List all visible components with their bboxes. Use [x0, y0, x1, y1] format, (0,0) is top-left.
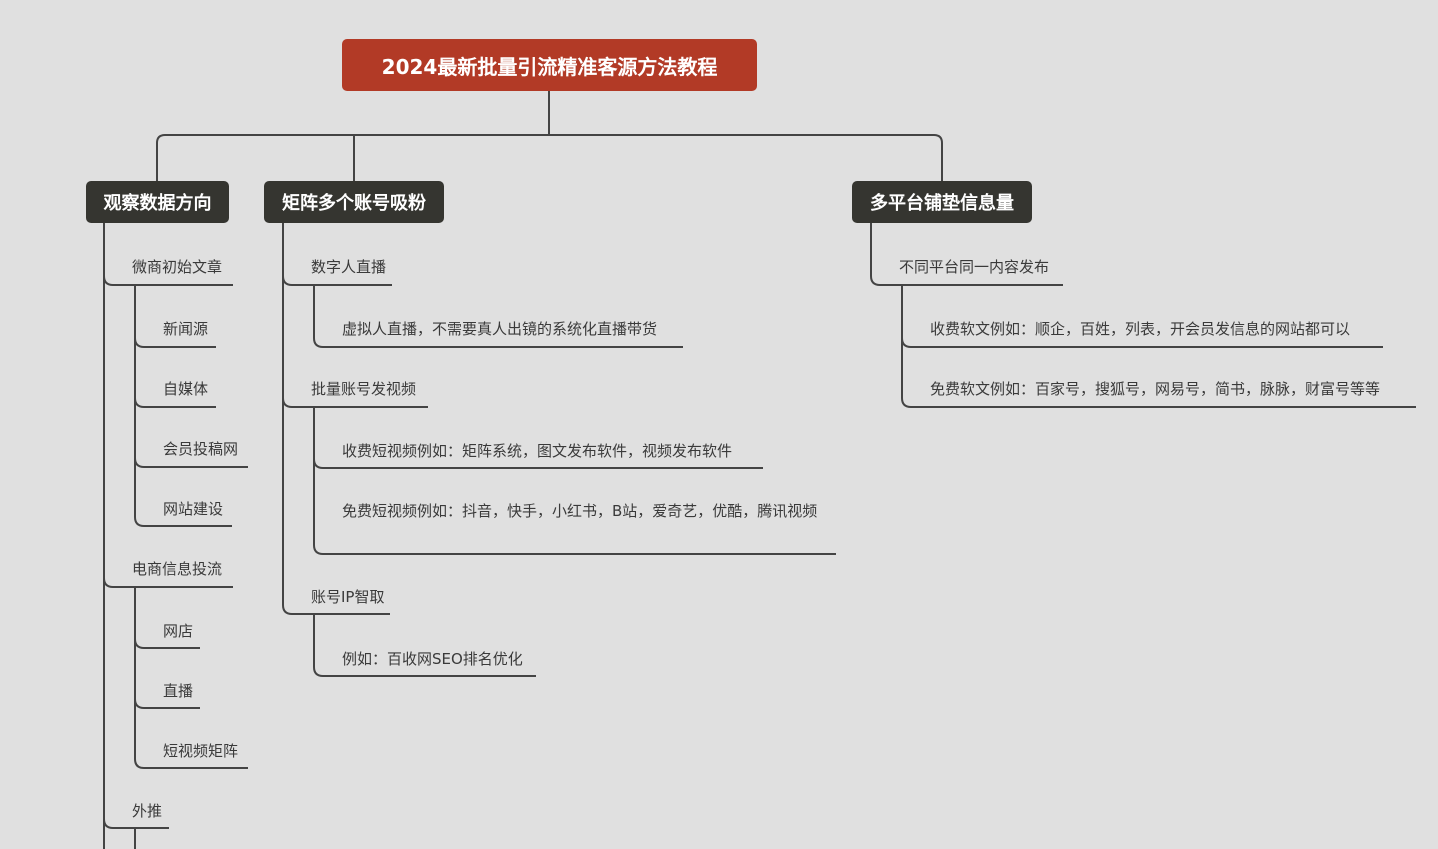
branch-node-multi-platform[interactable]: 多平台铺垫信息量 [852, 181, 1032, 223]
topic-free-short-video[interactable]: 免费短视频例如：抖音，快手，小红书，B站，爱奇艺，优酷，腾讯视频 [342, 502, 818, 520]
root-node[interactable]: 2024最新批量引流精准客源方法教程 [342, 39, 757, 91]
topic-news-source[interactable]: 新闻源 [163, 320, 209, 338]
underline-b1-t2 [103, 577, 233, 588]
underline-b1-t2-c3 [134, 758, 248, 769]
topic-batch-video-posting[interactable]: 批量账号发视频 [311, 380, 417, 398]
underline-b3-t1 [870, 223, 1063, 286]
topic-seo-example[interactable]: 例如：百收网SEO排名优化 [342, 650, 523, 668]
topic-paid-short-video[interactable]: 收费短视频例如：矩阵系统，图文发布软件，视频发布软件 [342, 442, 733, 460]
topic-virtual-live-detail[interactable]: 虚拟人直播，不需要真人出镜的系统化直播带货 [342, 320, 658, 338]
topic-free-soft-articles[interactable]: 免费软文例如：百家号，搜狐号，网易号，简书，脉脉，财富号等等 [930, 380, 1381, 398]
topic-digital-human-live[interactable]: 数字人直播 [311, 258, 387, 276]
topic-website-building[interactable]: 网站建设 [163, 500, 224, 518]
topic-short-video-matrix[interactable]: 短视频矩阵 [163, 742, 239, 760]
topic-paid-soft-articles[interactable]: 收费软文例如：顺企，百姓，列表，开会员发信息的网站都可以 [930, 320, 1351, 338]
topic-member-submission[interactable]: 会员投稿网 [163, 440, 239, 458]
topic-account-ip[interactable]: 账号IP智取 [311, 588, 385, 606]
underline-b1-t1-c1 [134, 337, 216, 348]
underline-b2-t2 [282, 397, 428, 408]
underline-b1-t2-c2 [134, 698, 200, 709]
underline-b2-t3-c1 [313, 614, 536, 677]
underline-b2-t2-c2 [313, 544, 836, 555]
topic-ecommerce-ads[interactable]: 电商信息投流 [132, 560, 223, 578]
underline-b1-t2-c1 [134, 638, 200, 649]
underline-b1-t1 [103, 275, 233, 286]
underline-b1-t1-c4 [134, 516, 232, 527]
underline-b3-t1-c1 [901, 337, 1383, 348]
underline-b3-t1-c2 [901, 397, 1416, 408]
underline-b1-t3 [103, 818, 169, 829]
underline-b2-t1-c1 [313, 285, 683, 348]
underline-b2-t1 [282, 275, 392, 286]
topic-self-media[interactable]: 自媒体 [163, 380, 209, 398]
connector-branch-3 [933, 134, 943, 181]
topic-external-promotion[interactable]: 外推 [132, 802, 163, 820]
connector-branch-1 [156, 134, 166, 181]
topic-online-store[interactable]: 网店 [163, 622, 194, 640]
branch-node-matrix-accounts[interactable]: 矩阵多个账号吸粉 [264, 181, 444, 223]
topic-live-stream[interactable]: 直播 [163, 682, 194, 700]
branch-node-observe-data[interactable]: 观察数据方向 [86, 181, 229, 223]
topic-wechat-articles[interactable]: 微商初始文章 [132, 258, 223, 276]
underline-b2-t3 [282, 604, 390, 615]
underline-b1-t1-c3 [134, 457, 248, 468]
topic-same-content-multi-platform[interactable]: 不同平台同一内容发布 [899, 258, 1050, 276]
underline-b1-t1-c2 [134, 397, 216, 408]
underline-b2-t2-c1 [313, 458, 763, 469]
